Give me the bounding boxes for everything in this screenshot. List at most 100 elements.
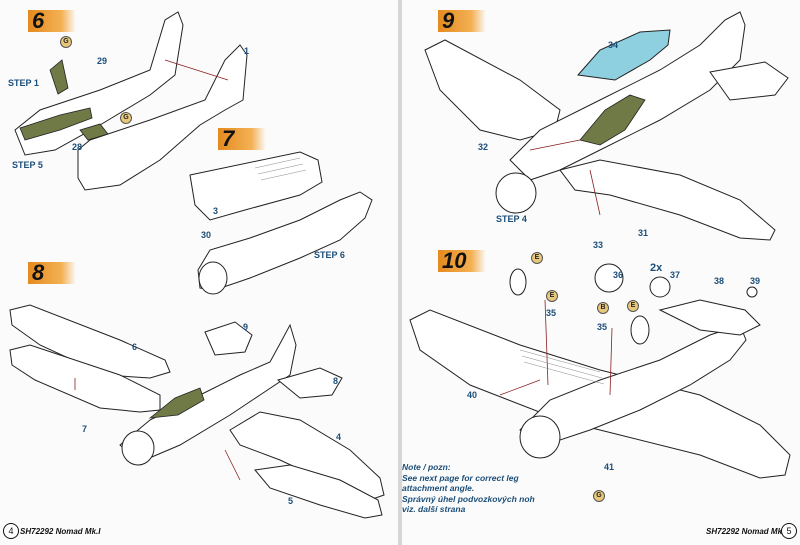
callout-step-1: STEP 1 <box>8 78 39 88</box>
glue-marker-g: G <box>593 490 605 502</box>
callout-part-38: 38 <box>714 276 725 286</box>
callout-part-41: 41 <box>604 462 615 472</box>
callout-part-37: 37 <box>670 270 681 280</box>
step10-stab <box>658 299 761 336</box>
step6-fuselage <box>77 44 248 191</box>
callout-part-34: 34 <box>608 40 619 50</box>
step8-stab-right <box>276 367 343 399</box>
line-step10-b <box>609 327 613 396</box>
step8-cowl <box>121 430 155 466</box>
callout-part-1: 1 <box>244 46 250 56</box>
hub-37 <box>649 276 671 298</box>
line-step8-b <box>224 449 241 481</box>
callout-part-32: 32 <box>478 142 489 152</box>
step-badge-6: 6 <box>28 8 76 33</box>
glue-marker-g: G <box>60 36 72 48</box>
step-badge-9: 9 <box>438 8 486 33</box>
note-line: See next page for correct leg <box>402 472 519 483</box>
note-line: Note / pozn: <box>402 462 451 472</box>
note-line: attachment angle. <box>402 483 475 493</box>
hub-36 <box>594 263 624 293</box>
page-number-right: 5 <box>781 523 797 539</box>
callout-part-40: 40 <box>467 390 478 400</box>
note-line: viz. další strana <box>402 504 466 514</box>
step8-fuselage <box>119 323 297 463</box>
step-badge-tab <box>28 262 76 284</box>
callout-part-6: 6 <box>132 342 138 352</box>
wheel-left <box>509 268 527 296</box>
step-number: 10 <box>442 248 467 273</box>
page-number-left: 4 <box>3 523 19 539</box>
callout-part-3: 3 <box>213 206 219 216</box>
assembly-note: Note / pozn: See next page for correct l… <box>402 462 572 515</box>
callout-quantity-2x: 2x <box>650 262 663 274</box>
step7-wing <box>189 151 323 221</box>
line-step9-a <box>529 139 581 151</box>
callout-part-30: 30 <box>201 230 212 240</box>
step-badge-7: 7 <box>218 126 266 151</box>
step6-cockpit-interior <box>19 107 93 141</box>
step7-cowl <box>198 261 228 295</box>
step10-cowl <box>519 415 561 459</box>
glue-marker-e: E <box>627 300 639 312</box>
callout-part-5: 5 <box>288 496 294 506</box>
step9-wing-left <box>424 39 561 141</box>
step8-wing-right-bottom <box>254 464 383 519</box>
step-number: 9 <box>442 8 455 33</box>
page-gutter <box>398 0 402 545</box>
step9-stab <box>709 61 789 101</box>
step-number: 6 <box>32 8 45 33</box>
step8-cockpit <box>148 387 205 419</box>
callout-part-39: 39 <box>750 276 761 286</box>
callout-part-35-left: 35 <box>546 308 557 318</box>
tailwheel-39 <box>746 286 758 298</box>
callout-part-29: 29 <box>97 56 108 66</box>
step-badge-tab <box>438 10 486 32</box>
callout-part-8: 8 <box>333 376 339 386</box>
line-step10-c <box>499 379 541 396</box>
step8-wing-left-top <box>9 304 171 379</box>
callout-step-4: STEP 4 <box>496 214 527 224</box>
callout-part-4: 4 <box>336 432 342 442</box>
line-step10-a <box>544 299 549 386</box>
footer-label-right: SH72292 Nomad Mk.I <box>706 527 787 536</box>
step6-floor <box>79 123 109 141</box>
wheel-right <box>630 315 650 345</box>
step-number: 7 <box>222 126 235 151</box>
callout-part-9: 9 <box>243 322 249 332</box>
callout-part-7: 7 <box>82 424 88 434</box>
step6-seat <box>49 59 69 95</box>
step9-cockpit <box>579 94 646 146</box>
glue-marker-b: B <box>597 302 609 314</box>
step-badge-10: 10 <box>438 248 486 273</box>
glue-marker-e: E <box>546 290 558 302</box>
callout-step-6: STEP 6 <box>314 250 345 260</box>
step-badge-8: 8 <box>28 260 76 285</box>
step-number: 8 <box>32 260 45 285</box>
note-line: Správný úhel podvozkových noh <box>402 493 535 504</box>
callout-step-5: STEP 5 <box>12 160 43 170</box>
glue-marker-e: E <box>531 252 543 264</box>
step-badge-tab <box>28 10 76 32</box>
step8-stab-left <box>204 321 253 356</box>
step9-canopy <box>577 29 671 81</box>
step8-wing-right-top <box>229 411 385 501</box>
step-badge-tab <box>218 128 266 150</box>
callout-part-36: 36 <box>613 270 624 280</box>
step10-hatch <box>519 349 605 385</box>
callout-part-31: 31 <box>638 228 649 238</box>
step9-fuselage <box>509 11 746 181</box>
step9-cowl <box>495 172 537 214</box>
line-step9-b <box>589 169 601 216</box>
line-step6 <box>164 59 229 81</box>
callout-part-35-right: 35 <box>597 322 608 332</box>
callout-part-33: 33 <box>593 240 604 250</box>
callout-part-28: 28 <box>72 142 83 152</box>
step10-fuselage <box>519 324 747 446</box>
footer-label-left: SH72292 Nomad Mk.I <box>20 527 101 536</box>
step-badge-tab <box>438 250 486 272</box>
step9-wing-right <box>559 159 776 241</box>
glue-marker-g: G <box>120 112 132 124</box>
step7-hatch <box>254 157 307 181</box>
